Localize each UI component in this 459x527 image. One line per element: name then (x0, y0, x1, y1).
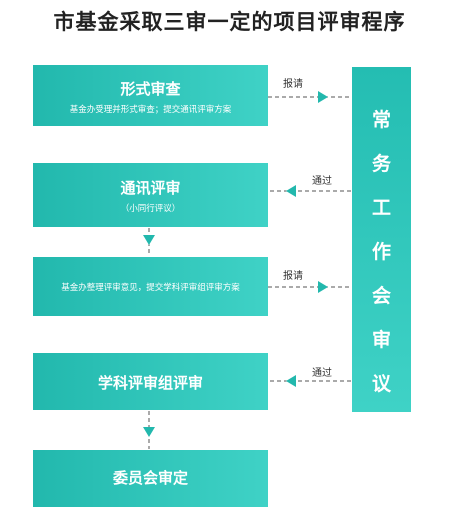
step-compile-opinions-desc: 基金办整理评审意见，提交学科评审组评审方案 (61, 283, 240, 293)
step-committee-decision-title: 委员会审定 (112, 469, 188, 487)
executive-committee-review-box: 常 务 工 作 会 审 议 (352, 67, 411, 412)
arrow-down-icon (143, 427, 155, 437)
committee-char: 常 (371, 109, 391, 131)
arrow-down-icon (143, 235, 155, 245)
step-committee-decision: 委员会审定 (33, 450, 268, 507)
committee-char: 务 (371, 153, 391, 175)
step-formal-review-desc: 基金办受理并形式审查；提交通讯评审方案 (69, 105, 232, 115)
step-compile-opinions: 基金办整理评审意见，提交学科评审组评审方案 (33, 257, 268, 316)
page-title: 市基金采取三审一定的项目评审程序 (53, 9, 406, 34)
report-label-1: 报请 (283, 79, 303, 90)
committee-char: 工 (371, 197, 391, 219)
committee-char: 审 (371, 329, 391, 351)
step-formal-review-title: 形式审查 (120, 80, 181, 98)
arrow-left-icon (286, 185, 296, 197)
committee-char: 会 (371, 285, 391, 307)
pass-label-1: 通过 (312, 176, 332, 187)
pass-label-2: 通过 (312, 368, 332, 379)
step-correspondence-review-desc: （小同行评议） (120, 204, 181, 214)
report-label-2: 报请 (283, 271, 303, 282)
committee-char: 作 (371, 241, 391, 263)
arrow-right-icon (318, 91, 328, 103)
step-discipline-panel-review-title: 学科评审组评审 (97, 374, 203, 392)
step-discipline-panel-review: 学科评审组评审 (33, 353, 268, 410)
arrow-left-icon (286, 375, 296, 387)
arrow-right-icon (318, 281, 328, 293)
step-correspondence-review-title: 通讯评审 (120, 179, 181, 197)
step-correspondence-review: 通讯评审 （小同行评议） (33, 163, 268, 227)
committee-char: 议 (371, 373, 391, 395)
step-formal-review: 形式审查 基金办受理并形式审查；提交通讯评审方案 (33, 65, 268, 126)
